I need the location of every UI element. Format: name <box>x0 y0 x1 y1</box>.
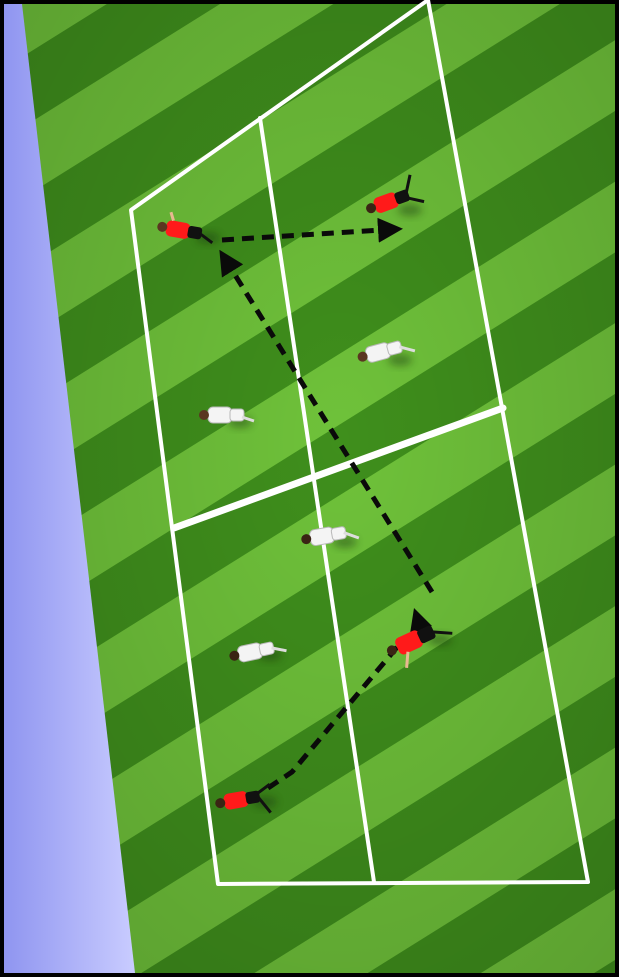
drill-canvas <box>0 0 619 977</box>
drill-diagram <box>0 0 619 977</box>
